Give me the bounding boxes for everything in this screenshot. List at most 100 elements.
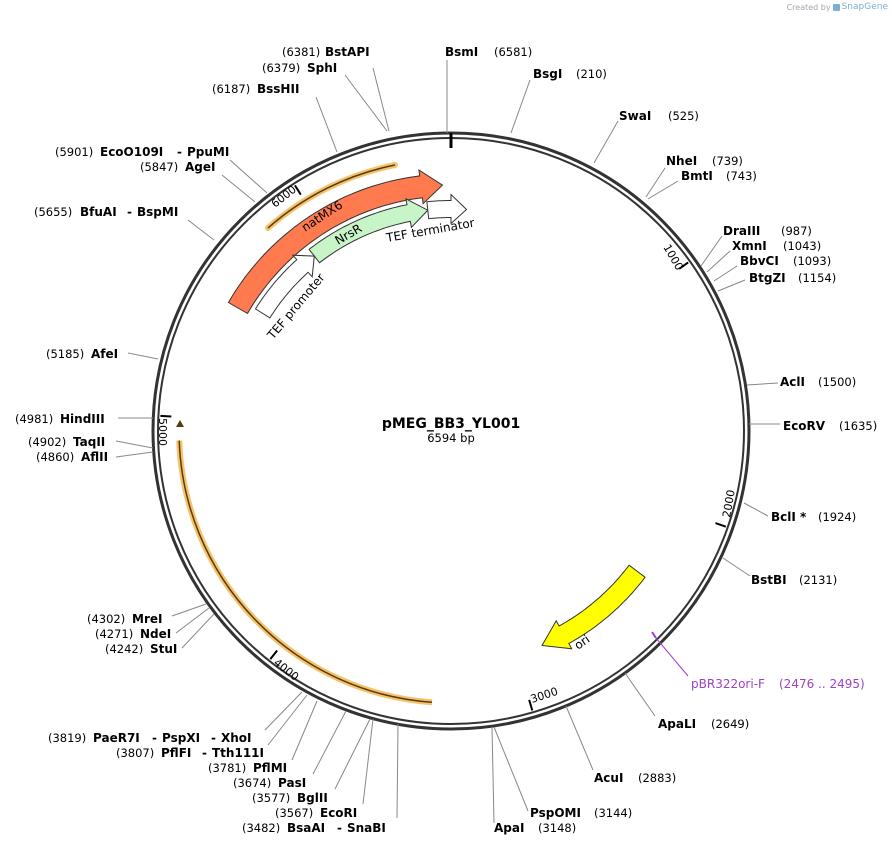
- primer-mark: [651, 631, 657, 639]
- site-bsmi[interactable]: BsmI (6581): [445, 45, 532, 59]
- site-pos: (3482): [242, 821, 280, 835]
- site-bsshii[interactable]: (6187) BssHII: [212, 82, 299, 96]
- site-swai[interactable]: SwaI (525): [619, 109, 699, 123]
- site-ecori[interactable]: (3567) EcoRI: [275, 806, 357, 820]
- site-name-2: SnaBI: [347, 821, 386, 835]
- site-pos: (4860): [36, 450, 74, 464]
- site-pos: (3567): [275, 806, 313, 820]
- site-pos: (2131): [799, 573, 837, 587]
- site-name: NheI: [666, 154, 697, 168]
- site-pos: (210): [576, 67, 607, 81]
- site-ndei[interactable]: (4271) NdeI: [95, 627, 171, 641]
- site-name-2: PpuMI: [187, 145, 229, 159]
- site-paer7i[interactable]: (3819) PaeR7I - PspXI - XhoI: [48, 731, 252, 745]
- site-pos: (3144): [594, 806, 632, 820]
- site-name: ApaLI: [658, 717, 696, 731]
- site-connectors: [115, 60, 780, 824]
- site-pspomi[interactable]: PspOMI (3144): [530, 806, 632, 820]
- site-pos: (5901): [55, 145, 93, 159]
- site-apali[interactable]: ApaLI (2649): [658, 717, 749, 731]
- site-acli[interactable]: AclI (1500): [780, 375, 856, 389]
- site-name: BmtI: [681, 169, 713, 183]
- site-bbvci[interactable]: BbvCI (1093): [740, 254, 831, 268]
- site-pos: (4242): [105, 642, 143, 656]
- site-bcli[interactable]: BclI * (1924): [771, 510, 856, 524]
- feature-natmx6-arrow[interactable]: [227, 168, 444, 315]
- site-name: NdeI: [140, 627, 171, 641]
- site-name: EcoO109I: [100, 145, 163, 159]
- site-name: AflII: [81, 450, 108, 464]
- site-name: AclI: [780, 375, 805, 389]
- site-apai[interactable]: ApaI (3148): [494, 821, 576, 835]
- site-hindiii[interactable]: (4981) HindIII: [15, 412, 105, 426]
- site-pflmi[interactable]: (3781) PflMI: [208, 761, 287, 775]
- site-acui[interactable]: AcuI (2883): [594, 771, 676, 785]
- site-btgzi[interactable]: BtgZI (1154): [749, 271, 836, 285]
- site-pos: (1500): [818, 375, 856, 389]
- site-separator: -: [202, 746, 207, 760]
- site-name: HindIII: [60, 412, 105, 426]
- site-pos: (3807): [116, 746, 154, 760]
- site-ecorv[interactable]: EcoRV (1635): [783, 419, 877, 433]
- site-pos: (4271): [95, 627, 133, 641]
- site-name: MreI: [132, 612, 162, 626]
- site-bstbi[interactable]: BstBI (2131): [751, 573, 837, 587]
- site-pos: (6381): [282, 45, 320, 59]
- site-ecoo109i[interactable]: (5901) EcoO109I - PpuMI: [55, 145, 229, 159]
- site-name: BstAPI: [325, 45, 370, 59]
- site-bfuai[interactable]: (5655) BfuAI - BspMI: [34, 205, 178, 219]
- site-bmti[interactable]: BmtI (743): [681, 169, 757, 183]
- site-pos: (525): [668, 109, 699, 123]
- site-stui[interactable]: (4242) StuI: [105, 642, 177, 656]
- site-name: AfeI: [91, 347, 118, 361]
- site-pos: (4902): [28, 435, 66, 449]
- feature-tef-promoter-arrow[interactable]: [254, 254, 315, 319]
- site-agei[interactable]: (5847) AgeI: [140, 160, 215, 174]
- site-name: SphI: [307, 61, 337, 75]
- natmx6-highlight-core: [267, 164, 396, 229]
- site-afei[interactable]: (5185) AfeI: [46, 347, 118, 361]
- site-name-2: PspXI: [162, 731, 200, 745]
- site-pos: (1043): [783, 239, 821, 253]
- site-name: BclI *: [771, 510, 807, 524]
- site-pasi[interactable]: (3674) PasI: [233, 776, 306, 790]
- feature-tef-terminator-arrow[interactable]: [426, 193, 468, 225]
- site-name-2: BspMI: [137, 205, 178, 219]
- left-feature-highlight-core: [178, 440, 433, 704]
- site-draiii[interactable]: DraIII (987): [723, 224, 812, 238]
- site-labels-left: (6381) BstAPI (6379) SphI (6187) BssHII …: [15, 45, 386, 835]
- primer-group[interactable]: pBR322ori-F (2476 .. 2495): [651, 631, 865, 691]
- feature-nrsr-arrow[interactable]: [308, 197, 429, 264]
- site-name: BstBI: [751, 573, 787, 587]
- site-bglii[interactable]: (3577) BglII: [252, 791, 328, 805]
- site-xmni[interactable]: XmnI (1043): [732, 239, 821, 253]
- left-feature-highlight-arc: [176, 440, 433, 706]
- site-name: BsgI: [533, 67, 562, 81]
- tick-label-2000: 2000: [720, 489, 738, 519]
- site-name: XmnI: [732, 239, 767, 253]
- site-separator: -: [177, 145, 182, 159]
- feature-ori-arrow[interactable]: [541, 564, 646, 650]
- site-separator: -: [127, 205, 132, 219]
- site-pflfi[interactable]: (3807) PflFI - Tth111I: [116, 746, 264, 760]
- site-aflii[interactable]: (4860) AflII: [36, 450, 108, 464]
- site-pos: (3819): [48, 731, 86, 745]
- site-pos: (6379): [262, 61, 300, 75]
- site-bsaai[interactable]: (3482) BsaAI - SnaBI: [242, 821, 386, 835]
- snapgene-logo-icon: [832, 3, 840, 11]
- site-bsgi[interactable]: BsgI (210): [533, 67, 607, 81]
- site-sphi[interactable]: (6379) SphI: [262, 61, 337, 75]
- site-bstapi[interactable]: (6381) BstAPI: [282, 45, 370, 59]
- site-name: ApaI: [494, 821, 524, 835]
- site-name-2: Tth111I: [212, 746, 264, 760]
- site-name: AcuI: [594, 771, 623, 785]
- site-mrei[interactable]: (4302) MreI: [87, 612, 162, 626]
- site-nhei[interactable]: NheI (739): [666, 154, 743, 168]
- site-pos: (739): [712, 154, 743, 168]
- site-name: EcoRV: [783, 419, 826, 433]
- site-taqii[interactable]: (4902) TaqII: [28, 435, 105, 449]
- site-name: SwaI: [619, 109, 651, 123]
- credit-brand: SnapGene: [841, 2, 888, 12]
- left-feature-arrowhead: [176, 420, 184, 427]
